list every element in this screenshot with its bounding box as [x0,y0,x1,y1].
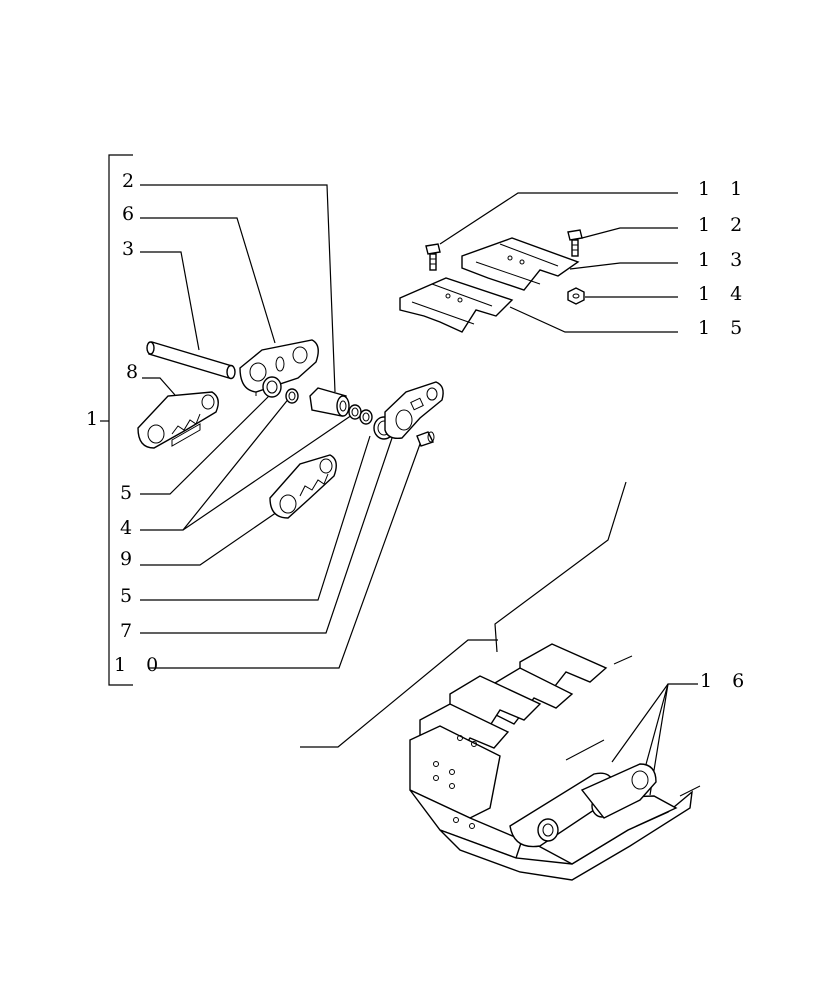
part-link-8 [137,391,219,449]
label-13: 1 3 [698,249,750,271]
label-4: 4 [120,517,140,539]
label-11: 1 1 [698,178,750,200]
label-8: 8 [126,361,146,383]
part-track-assembly-16 [409,643,701,881]
label-1: 1 [86,408,106,430]
label-5-lower: 5 [120,585,140,607]
label-7: 7 [120,620,140,642]
label-9: 9 [120,548,140,570]
part-link-9 [269,454,337,519]
part-bolt-11 [425,243,441,271]
part-shoe-15 [399,277,514,333]
part-seal-5 [262,376,282,398]
label-2: 2 [122,170,142,192]
leader-lines [140,184,698,796]
part-link-7 [384,381,444,440]
label-10: 1 0 [114,654,166,676]
part-bolt-12 [567,229,583,257]
part-shoe-13 [461,237,580,291]
part-rings-4 [285,388,373,425]
assembly-bracket [100,154,133,686]
label-3: 3 [122,238,142,260]
part-nut-14 [567,287,585,305]
label-14: 1 4 [698,283,750,305]
part-bushing-2 [309,387,350,417]
label-15: 1 5 [698,317,750,339]
part-pin-10 [416,431,435,447]
part-pin-rod [146,341,236,380]
label-6: 6 [122,203,142,225]
label-16: 1 6 [700,670,752,692]
label-12: 1 2 [698,214,750,236]
part-link-6 [239,339,319,396]
label-5-upper: 5 [120,482,140,504]
